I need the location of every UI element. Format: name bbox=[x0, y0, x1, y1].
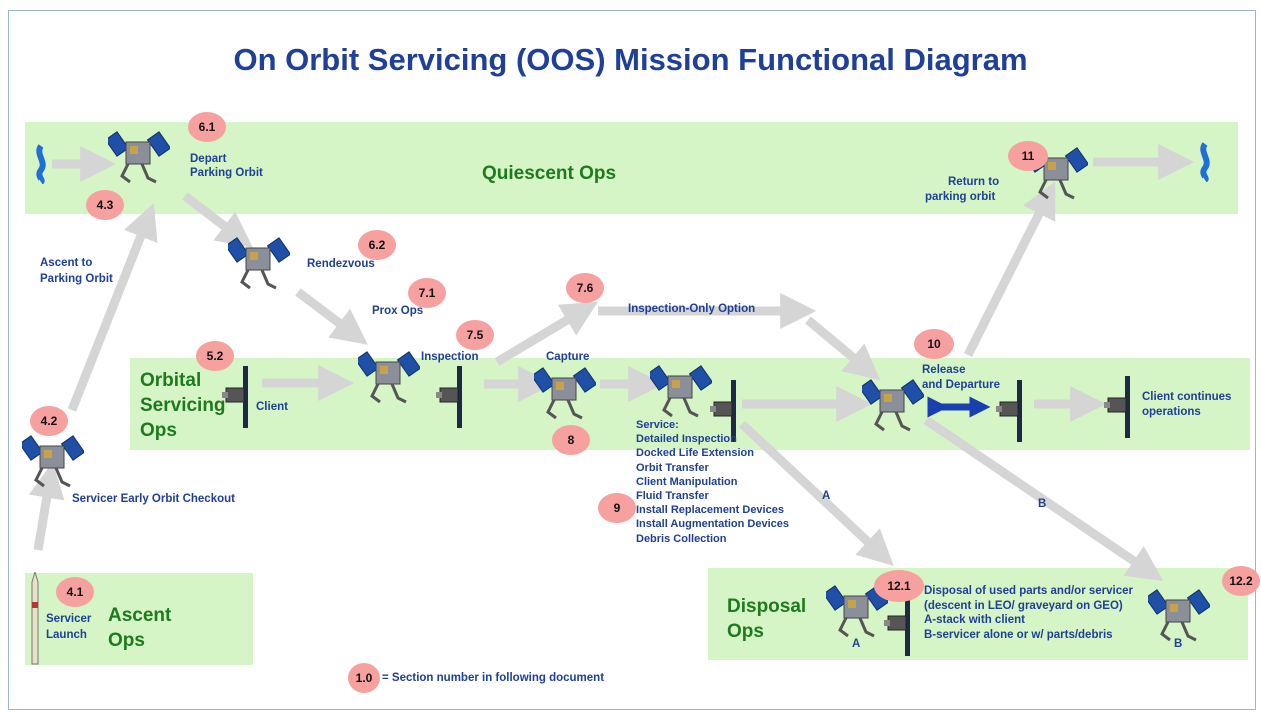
orbit-marker-right-icon bbox=[1200, 142, 1210, 182]
section-badge-8: 8 bbox=[552, 425, 590, 455]
disposal-a-label: A bbox=[852, 638, 861, 650]
legend-badge: 1.0 bbox=[348, 663, 380, 693]
orbital-servicing-label-line2: Servicing bbox=[140, 395, 226, 416]
arrow-launch-to-checkout bbox=[28, 462, 65, 551]
release-label-line2: and Departure bbox=[922, 379, 1000, 391]
capture-label: Capture bbox=[546, 351, 590, 363]
service-item: Orbit Transfer bbox=[636, 461, 709, 474]
servicer-launch-label-line2: Launch bbox=[46, 629, 87, 641]
depart-label-line1: Depart bbox=[190, 153, 227, 165]
disposal-ops-label-line2: Ops bbox=[727, 621, 764, 642]
client-satellite-icon bbox=[1104, 376, 1130, 438]
diagram-title: On Orbit Servicing (OOS) Mission Functio… bbox=[233, 42, 1028, 77]
service-item: Debris Collection bbox=[636, 532, 727, 545]
service-list: Service: Detailed Inspection Docked Life… bbox=[636, 418, 789, 546]
servicer-satellite-icon bbox=[358, 351, 420, 404]
arrow-path-a bbox=[738, 420, 894, 567]
ascent-ops-label-line2: Ops bbox=[108, 630, 145, 651]
client-label: Client bbox=[256, 401, 288, 413]
servicer-satellite-icon bbox=[228, 237, 290, 290]
arrow-release-to-return bbox=[963, 181, 1056, 358]
section-badge-10: 10 bbox=[914, 329, 954, 359]
client-continues-label-line2: operations bbox=[1142, 406, 1201, 418]
disposal-line: A-stack with client bbox=[924, 614, 1025, 626]
inspection-only-option-label: Inspection-Only Option bbox=[628, 303, 756, 315]
return-label-line2: parking orbit bbox=[925, 191, 996, 203]
client-continues-label-line1: Client continues bbox=[1142, 391, 1232, 403]
legend-label: = Section number in following document bbox=[382, 672, 605, 684]
service-item: Fluid Transfer bbox=[636, 490, 709, 503]
disposal-line: (descent in LEO/ graveyard on GEO) bbox=[924, 599, 1123, 612]
diagram-frame bbox=[8, 10, 1256, 710]
section-badge-12-1: 12.1 bbox=[874, 570, 924, 602]
service-item: Install Augmentation Devices bbox=[636, 518, 790, 531]
client-satellite-icon bbox=[884, 594, 910, 656]
disposal-line: B-servicer alone or w/ parts/debris bbox=[924, 628, 1113, 641]
servicer-satellite-icon bbox=[862, 379, 924, 432]
arrow-inspection-to-option bbox=[494, 301, 598, 366]
orbital-servicing-label-line1: Orbital bbox=[140, 370, 202, 391]
service-item: Docked Life Extension bbox=[636, 447, 754, 460]
client-satellite-icon bbox=[996, 380, 1022, 442]
section-badge-7-6: 7.6 bbox=[566, 273, 604, 303]
ascent-ops-label-line1: Ascent bbox=[108, 605, 172, 626]
rendezvous-label: Rendezvous bbox=[307, 258, 375, 270]
service-header: Service: bbox=[636, 419, 679, 431]
release-label-line1: Release bbox=[922, 364, 966, 376]
servicer-satellite-icon bbox=[1148, 589, 1210, 642]
section-badge-4-2: 4.2 bbox=[30, 406, 68, 436]
arrow-option-to-release bbox=[805, 316, 881, 381]
arrow-rendezvous-to-prox bbox=[295, 288, 368, 345]
section-badge-4-1: 4.1 bbox=[56, 577, 94, 607]
client-satellite-icon bbox=[222, 366, 248, 428]
path-b-label: B bbox=[1038, 498, 1047, 510]
section-badge-7-1: 7.1 bbox=[408, 278, 446, 308]
servicer-satellite-icon bbox=[534, 367, 596, 420]
client-satellite-icon bbox=[710, 380, 736, 442]
section-badge-4-3: 4.3 bbox=[86, 190, 124, 220]
launch-vehicle-icon bbox=[31, 572, 39, 665]
path-a-label: A bbox=[822, 490, 831, 502]
service-item: Client Manipulation bbox=[636, 475, 738, 488]
section-badge-12-2: 12.2 bbox=[1222, 566, 1260, 596]
servicer-satellite-icon bbox=[650, 365, 712, 418]
section-badge-7-5: 7.5 bbox=[456, 320, 494, 350]
orbital-servicing-label-line3: Ops bbox=[140, 420, 177, 441]
section-badge-9: 9 bbox=[598, 493, 636, 523]
section-badge-5-2: 5.2 bbox=[196, 341, 234, 371]
arrow-path-b bbox=[923, 416, 1164, 582]
section-badge-11: 11 bbox=[1008, 141, 1048, 171]
early-orbit-checkout-label: Servicer Early Orbit Checkout bbox=[72, 493, 235, 505]
depart-label-line2: Parking Orbit bbox=[190, 167, 263, 179]
orbit-marker-left-icon bbox=[36, 144, 46, 184]
arrow-depart-to-rendezvous bbox=[182, 192, 253, 248]
section-badge-6-1: 6.1 bbox=[188, 112, 226, 142]
servicer-launch-label-line1: Servicer bbox=[46, 613, 92, 625]
quiescent-ops-label: Quiescent Ops bbox=[482, 163, 617, 184]
prox-ops-label: Prox Ops bbox=[372, 305, 424, 317]
inspection-label: Inspection bbox=[421, 351, 479, 363]
disposal-b-label: B bbox=[1174, 638, 1183, 650]
servicer-satellite-icon bbox=[22, 435, 84, 488]
ascent-to-parking-label-line2: Parking Orbit bbox=[40, 273, 113, 285]
ascent-to-parking-label-line1: Ascent to bbox=[40, 257, 93, 269]
disposal-description: Disposal of used parts and/or servicer (… bbox=[924, 584, 1133, 642]
service-item: Install Replacement Devices bbox=[636, 504, 784, 517]
section-badge-6-2: 6.2 bbox=[358, 230, 396, 260]
servicer-satellite-icon bbox=[826, 585, 888, 638]
disposal-line: Disposal of used parts and/or servicer bbox=[924, 585, 1133, 597]
servicer-satellite-icon bbox=[108, 131, 170, 184]
service-item: Detailed Inspection bbox=[636, 433, 737, 446]
arrow-ascent-to-parking bbox=[67, 202, 158, 412]
return-label-line1: Return to bbox=[948, 176, 1000, 188]
client-satellite-icon bbox=[436, 366, 462, 428]
disposal-ops-label-line1: Disposal bbox=[727, 596, 807, 617]
